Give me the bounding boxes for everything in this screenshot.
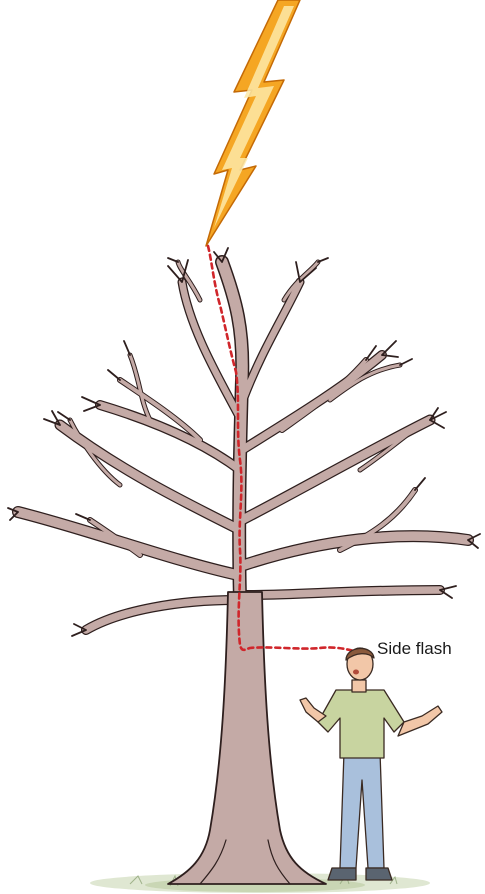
lightning-bolt-icon	[206, 0, 300, 246]
person-icon	[300, 648, 442, 880]
side-flash-label: Side flash	[377, 639, 452, 659]
tree-icon	[8, 248, 480, 884]
